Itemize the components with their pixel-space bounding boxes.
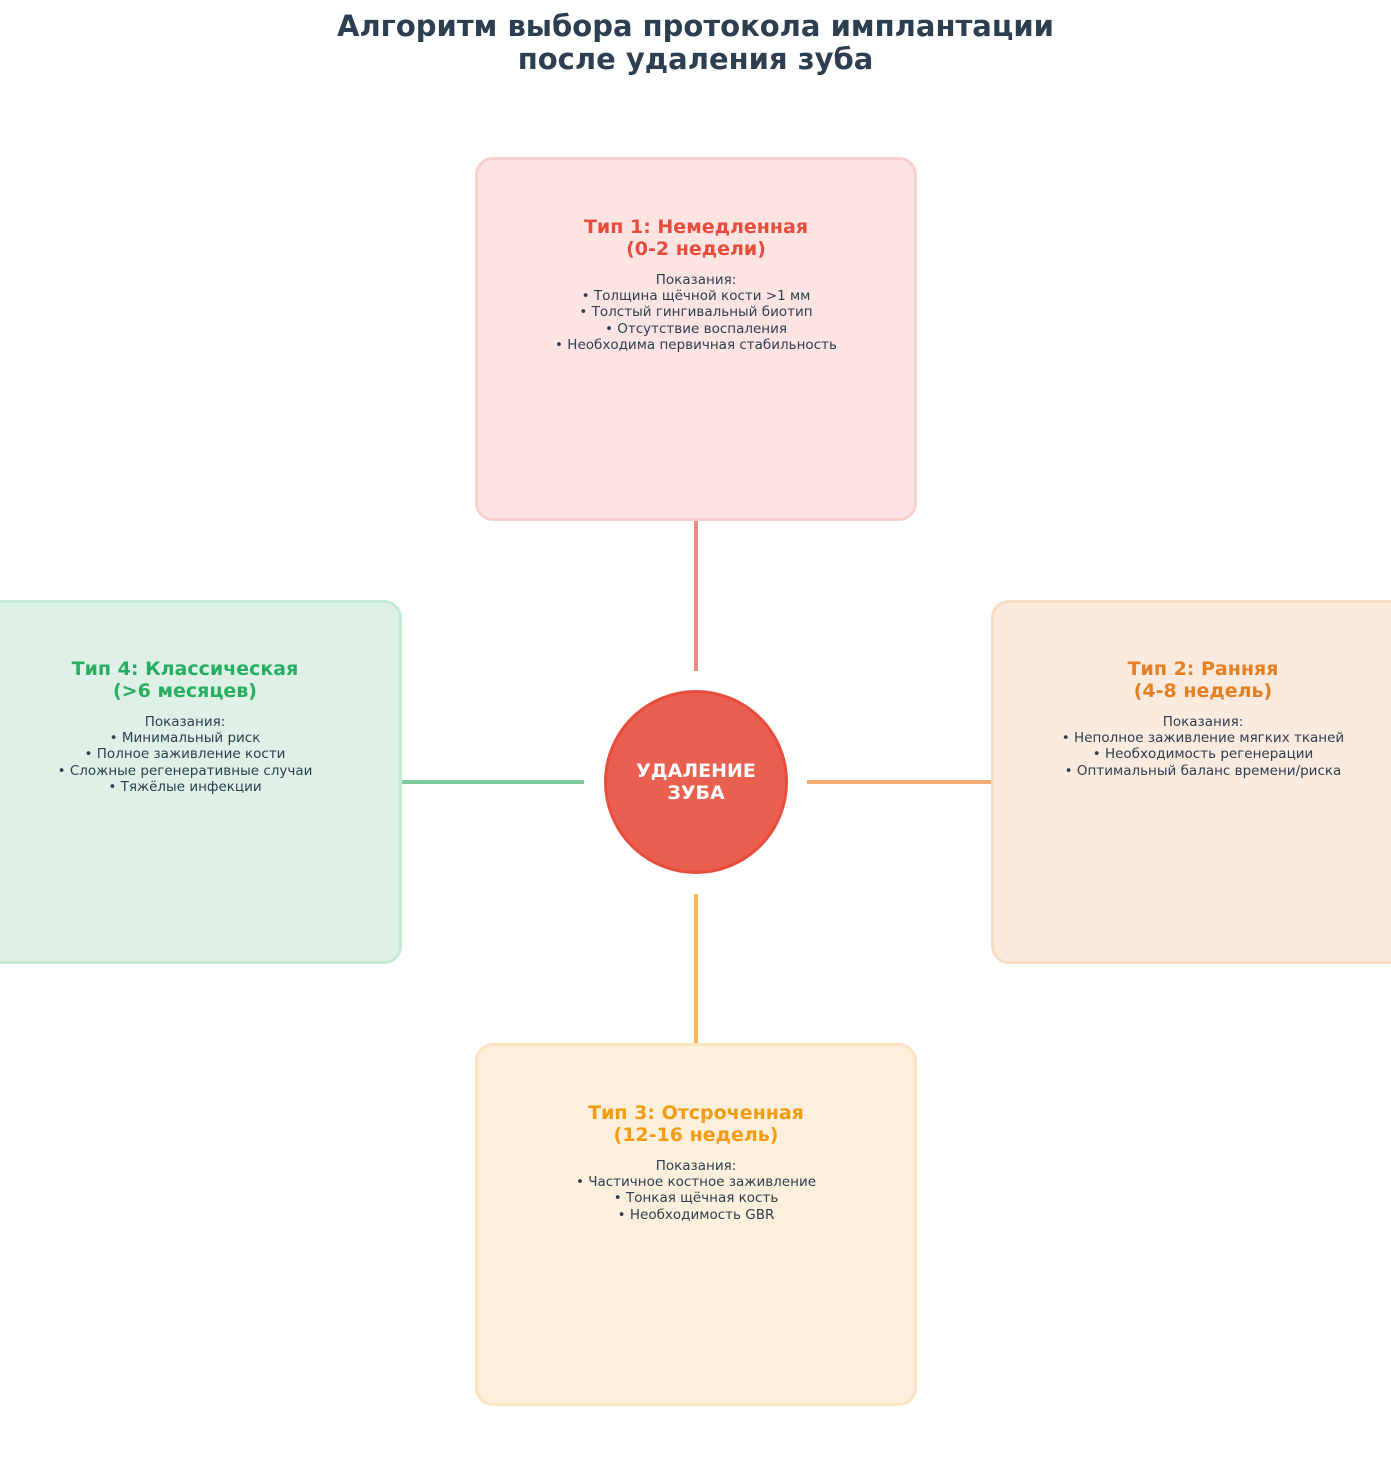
center-node-line1: УДАЛЕНИЕ — [636, 760, 756, 782]
protocol-title-type1: Тип 1: Немедленная (0-2 недели) — [478, 216, 914, 260]
protocol-title-line2: (>6 месяцев) — [113, 680, 257, 702]
protocol-title-line2: (4-8 недель) — [1133, 680, 1273, 702]
center-node-line2: ЗУБА — [667, 782, 725, 804]
protocol-title-line2: (12-16 недель) — [613, 1124, 779, 1146]
diagram-title: Алгоритм выбора протокола имплантации по… — [0, 10, 1391, 76]
protocol-title-line1: Тип 3: Отсроченная — [588, 1102, 804, 1124]
indications-label: Показания: — [655, 1158, 737, 1174]
protocol-indications-type3: Показания: • Частичное костное заживлени… — [478, 1158, 914, 1223]
indication-item: • Оптимальный баланс времени/риска — [1064, 762, 1342, 779]
protocol-title-line2: (0-2 недели) — [626, 238, 766, 260]
protocol-title-type4: Тип 4: Классическая (>6 месяцев) — [0, 658, 403, 702]
protocol-box-type4: Тип 4: Классическая (>6 месяцев) Показан… — [0, 600, 402, 964]
indication-item: • Полное заживление кости — [84, 746, 286, 763]
indications-label: Показания: — [144, 714, 226, 730]
center-node-tooth-extraction: УДАЛЕНИЕ ЗУБА — [604, 690, 788, 874]
indication-item: • Неполное заживление мягких тканей — [1061, 730, 1345, 747]
indication-item: • Отсутствие воспаления — [604, 320, 788, 337]
protocol-title-type2: Тип 2: Ранняя (4-8 недель) — [982, 658, 1391, 702]
diagram-title-line2: после удаления зуба — [517, 42, 874, 76]
indications-label: Показания: — [655, 272, 737, 288]
connector-type4 — [376, 780, 584, 784]
protocol-title-type3: Тип 3: Отсроченная (12-16 недель) — [478, 1102, 914, 1146]
indication-item: • Тонкая щёчная кость — [613, 1190, 779, 1207]
protocol-box-type3: Тип 3: Отсроченная (12-16 недель) Показа… — [475, 1043, 917, 1406]
protocol-indications-type4: Показания: • Минимальный риск • Полное з… — [0, 714, 403, 795]
indication-item: • Необходимость GBR — [617, 1206, 775, 1223]
indication-item: • Тяжёлые инфекции — [108, 778, 262, 795]
indication-item: • Минимальный риск — [109, 730, 261, 747]
indication-item: • Частичное костное заживление — [575, 1174, 817, 1191]
diagram-title-line1: Алгоритм выбора протокола имплантации — [337, 9, 1054, 43]
indication-item: • Сложные регенеративные случаи — [57, 762, 313, 779]
indication-item: • Необходимость регенерации — [1092, 746, 1314, 763]
indication-item: • Толстый гингивальный биотип — [579, 304, 813, 321]
protocol-title-line1: Тип 1: Немедленная — [583, 216, 809, 238]
indication-item: • Толщина щёчной кости >1 мм — [581, 288, 811, 305]
connector-type3 — [694, 894, 698, 1068]
protocol-indications-type2: Показания: • Неполное заживление мягких … — [982, 714, 1391, 779]
protocol-title-line1: Тип 2: Ранняя — [1127, 658, 1279, 680]
connector-type1 — [694, 495, 698, 671]
protocol-title-line1: Тип 4: Классическая — [71, 658, 299, 680]
protocol-box-type1: Тип 1: Немедленная (0-2 недели) Показани… — [475, 157, 917, 521]
connector-type2 — [807, 780, 1017, 784]
indication-item: • Необходима первичная стабильность — [555, 336, 837, 353]
indications-label: Показания: — [1162, 714, 1244, 730]
protocol-indications-type1: Показания: • Толщина щёчной кости >1 мм … — [478, 272, 914, 353]
protocol-box-type2: Тип 2: Ранняя (4-8 недель) Показания: • … — [991, 600, 1391, 964]
